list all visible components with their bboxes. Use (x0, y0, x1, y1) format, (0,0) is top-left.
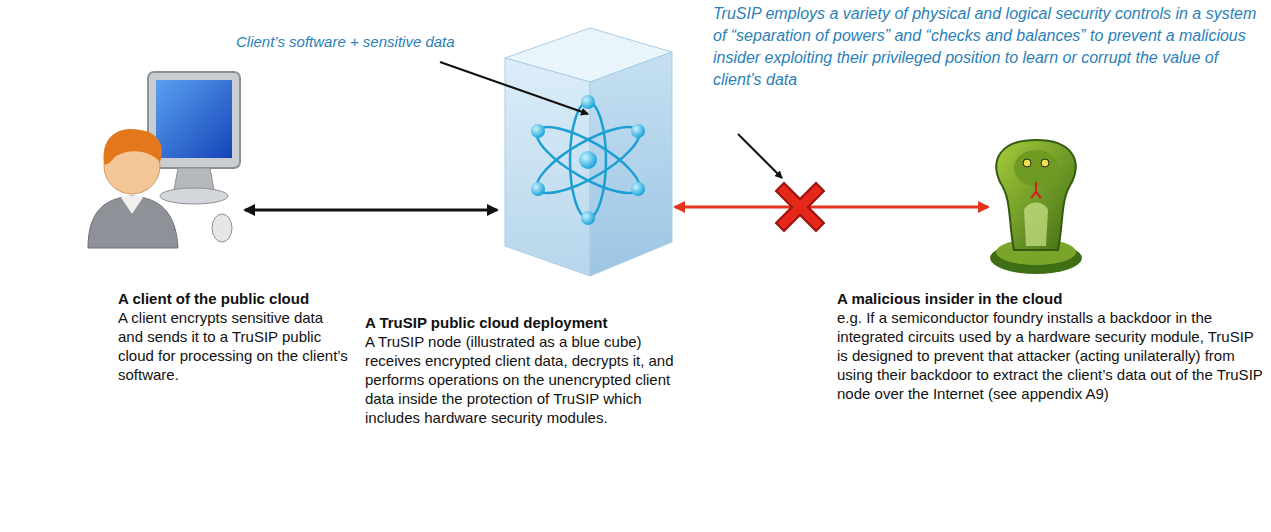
callout-note: TruSIP employs a variety of physical and… (713, 3, 1265, 91)
caption-body: e.g. If a semiconductor foundry installs… (837, 308, 1265, 403)
connector-arrow (245, 209, 497, 212)
connector-arrow (675, 206, 988, 209)
callout-note: Client’s software + sensitive data (236, 32, 536, 51)
leader-line (738, 134, 782, 178)
icon-node: A client of the public cloudA client enc… (85, 68, 245, 250)
icon-node: A TruSIP public cloud deploymentA TruSIP… (497, 26, 675, 278)
icon-node: A malicious insider in the cloude.g. If … (988, 136, 1086, 276)
leader-line (440, 62, 588, 114)
caption-body: A TruSIP node (illustrated as a blue cub… (365, 332, 685, 427)
caption-heading: A client of the public cloud (118, 289, 348, 308)
snake-icon (990, 140, 1082, 274)
trusip-cube (505, 28, 672, 276)
caption-body: A client encrypts sensitive data and sen… (118, 308, 348, 384)
user-icon (88, 129, 178, 248)
caption: A TruSIP public cloud deploymentA TruSIP… (365, 313, 685, 427)
caption: A client of the public cloudA client enc… (118, 289, 348, 384)
caption-heading: A TruSIP public cloud deployment (365, 313, 685, 332)
caption-heading: A malicious insider in the cloud (837, 289, 1265, 308)
caption: A malicious insider in the cloude.g. If … (837, 289, 1265, 403)
